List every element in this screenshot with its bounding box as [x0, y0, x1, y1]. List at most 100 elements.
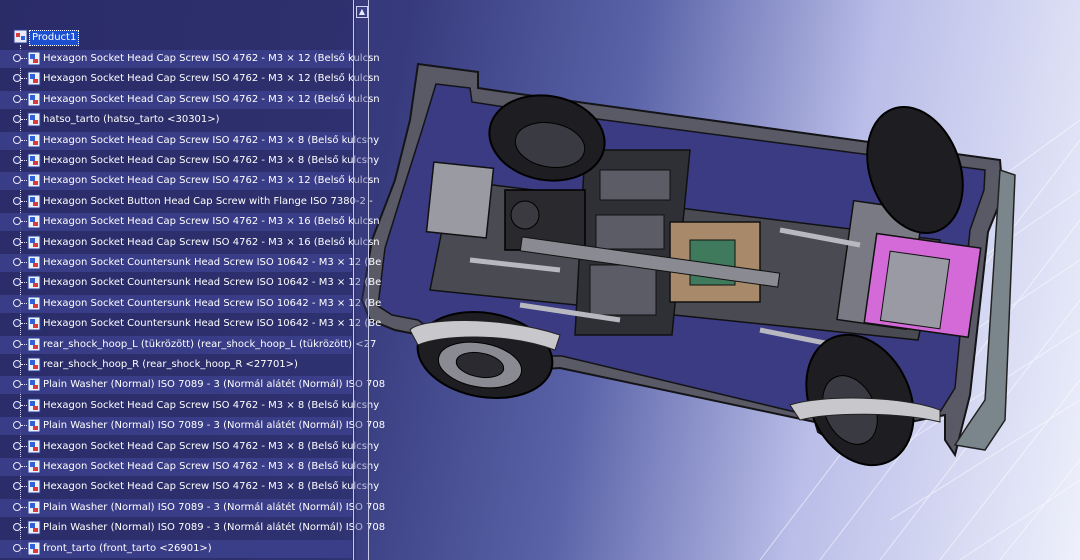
center-drivetrain: [519, 221, 781, 303]
tree-item-label: Plain Washer (Normal) ISO 7089 - 3 (Norm…: [43, 522, 386, 534]
tree-branch-line: [21, 425, 27, 427]
tree-item-label: Hexagon Socket Button Head Cap Screw wit…: [43, 195, 373, 207]
tree-node-connector: [13, 258, 21, 266]
front-motor: [836, 199, 982, 339]
tree-item-label: Hexagon Socket Head Cap Screw ISO 4762 -…: [43, 175, 380, 187]
tree-item[interactable]: front_tarto (front_tarto <26901>): [0, 539, 352, 558]
tree-branch-line: [21, 98, 27, 100]
tree-node-connector: [13, 217, 21, 226]
tree-branch-line: [21, 364, 27, 365]
tree-node-connector: [13, 482, 21, 491]
part-icon: [27, 418, 41, 433]
tree-node-connector: [13, 502, 21, 511]
tree-item-label: front_tarto (front_tarto <26901>): [43, 542, 212, 554]
tree-branch-line: [21, 486, 27, 488]
part-icon: [27, 235, 41, 250]
tree-item[interactable]: Hexagon Socket Head Cap Screw ISO 4762 -…: [0, 50, 380, 68]
part-icon: [27, 153, 41, 168]
tree-item[interactable]: Plain Washer (Normal) ISO 7089 - 3 (Norm…: [0, 417, 385, 436]
tree-branch-line: [21, 58, 27, 59]
tree-item-label: Hexagon Socket Head Cap Screw ISO 4762 -…: [43, 236, 380, 248]
tree-node-connector: [13, 298, 21, 307]
fenders: [409, 168, 1016, 451]
tree-node-connector: [13, 523, 21, 532]
tree-item-label: rear_shock_hoop_R (rear_shock_hoop_R <27…: [43, 359, 298, 370]
tree-item[interactable]: Plain Washer (Normal) ISO 7089 - 3 (Norm…: [0, 498, 385, 517]
tree-item[interactable]: Hexagon Socket Head Cap Screw ISO 4762 -…: [0, 458, 380, 476]
tree-node-connector: [13, 135, 21, 144]
tree-node-connector: [13, 543, 21, 552]
tree-item[interactable]: Hexagon Socket Head Cap Screw ISO 4762 -…: [0, 70, 380, 88]
tree-item[interactable]: Hexagon Socket Head Cap Screw ISO 4762 -…: [0, 438, 380, 456]
part-icon: [27, 398, 41, 413]
tree-node-connector: [13, 441, 21, 450]
part-icon: [27, 112, 41, 127]
vehicle-chassis-model[interactable]: [356, 0, 1080, 560]
tree-branch-line: [21, 78, 27, 80]
rear-top-wheel: [488, 94, 606, 182]
part-icon: [27, 173, 41, 188]
tree-branch-line: [21, 384, 27, 386]
tree-item[interactable]: rear_shock_hoop_R (rear_shock_hoop_R <27…: [0, 356, 352, 374]
tree-item[interactable]: Hexagon Socket Head Cap Screw ISO 4762 -…: [0, 131, 380, 150]
part-icon: [27, 214, 41, 229]
tree-scrollbar[interactable]: ▲: [353, 0, 369, 560]
tree-branch-line: [21, 343, 27, 345]
tree-branch-line: [21, 323, 27, 325]
part-icon: [27, 71, 41, 86]
tree-item[interactable]: Hexagon Socket Countersunk Head Screw IS…: [0, 315, 382, 333]
tree-item[interactable]: Hexagon Socket Head Cap Screw ISO 4762 -…: [0, 172, 380, 191]
part-icon: [27, 520, 41, 535]
tree-item[interactable]: Hexagon Socket Head Cap Screw ISO 4762 -…: [0, 152, 379, 170]
tree-item[interactable]: Hexagon Socket Button Head Cap Screw wit…: [0, 193, 373, 211]
tree-item-label: Hexagon Socket Head Cap Screw ISO 4762 -…: [43, 440, 380, 452]
tree-item[interactable]: Hexagon Socket Countersunk Head Screw IS…: [0, 274, 381, 292]
root-product-label[interactable]: Product1: [29, 30, 80, 46]
tree-node-connector: [13, 278, 21, 287]
tree-branch-line: [21, 139, 27, 141]
tree-node-connector: [13, 176, 21, 185]
part-icon: [27, 337, 41, 352]
part-icon: [27, 439, 41, 454]
part-icon: [27, 541, 41, 556]
part-icon: [27, 316, 41, 331]
tree-node-connector: [13, 156, 21, 164]
tree-item-label: Hexagon Socket Head Cap Screw ISO 4762 -…: [43, 134, 380, 146]
tree-item[interactable]: Hexagon Socket Countersunk Head Screw IS…: [0, 254, 381, 272]
tree-item-label: Hexagon Socket Countersunk Head Screw IS…: [43, 318, 382, 330]
tree-item[interactable]: Hexagon Socket Countersunk Head Screw IS…: [0, 294, 381, 313]
tree-branch-line: [21, 180, 27, 182]
tree-node-connector: [13, 421, 21, 430]
tree-item-label: Hexagon Socket Head Cap Screw ISO 4762 -…: [43, 93, 380, 105]
tree-branch-line: [21, 282, 27, 284]
tree-branch-line: [21, 221, 27, 223]
tree-branch-line: [21, 241, 27, 243]
part-icon: [27, 296, 41, 311]
tree-item-label: Hexagon Socket Head Cap Screw ISO 4762 -…: [43, 461, 380, 472]
tree-branch-line: [21, 119, 27, 121]
tree-item[interactable]: Hexagon Socket Head Cap Screw ISO 4762 -…: [0, 234, 380, 252]
tree-item[interactable]: Hexagon Socket Head Cap Screw ISO 4762 -…: [0, 478, 380, 496]
tree-item[interactable]: hatso_tarto (hatso_tarto <30301>): [0, 111, 352, 129]
tree-branch-line: [21, 404, 27, 406]
suspension-arms: [469, 227, 861, 353]
part-icon: [27, 479, 41, 494]
tree-item[interactable]: Hexagon Socket Head Cap Screw ISO 4762 -…: [0, 90, 380, 109]
tree-item[interactable]: Hexagon Socket Head Cap Screw ISO 4762 -…: [0, 213, 380, 232]
tree-node-connector: [13, 237, 21, 246]
tree-item[interactable]: rear_shock_hoop_L (tükrözött) (rear_shoc…: [0, 335, 376, 354]
tree-item[interactable]: Plain Washer (Normal) ISO 7089 - 3 (Norm…: [0, 376, 385, 395]
tree-node-connector: [13, 94, 21, 103]
tree-item-label: Hexagon Socket Head Cap Screw ISO 4762 -…: [43, 481, 380, 493]
front-top-wheel: [866, 106, 964, 234]
product-icon: [13, 29, 28, 44]
tree-node-connector: [13, 339, 21, 348]
tree-branch-line: [21, 466, 27, 467]
tree-branch-line: [21, 302, 27, 304]
part-icon: [27, 459, 41, 474]
tree-item[interactable]: Hexagon Socket Head Cap Screw ISO 4762 -…: [0, 397, 379, 415]
scroll-up-arrow-icon[interactable]: ▲: [356, 6, 368, 18]
tree-item[interactable]: Plain Washer (Normal) ISO 7089 - 3 (Norm…: [0, 519, 386, 537]
tree-branch-line: [21, 547, 27, 549]
